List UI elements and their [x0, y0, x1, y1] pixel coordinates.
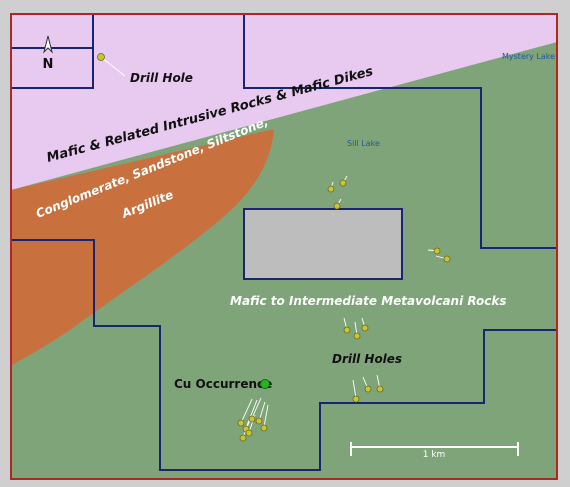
cu-occurrence-label: Cu Occurrence	[174, 377, 272, 391]
drill-hole-markers	[237, 179, 451, 442]
drill-hole-marker	[245, 429, 253, 437]
north-label: N	[43, 57, 54, 72]
drill-hole-label: Drill Hole	[130, 71, 193, 85]
drill-hole-marker	[361, 324, 369, 332]
mafic-intrusive-unit	[11, 14, 557, 190]
drill-hole-marker	[327, 185, 335, 193]
north-arrow-icon: N	[43, 35, 54, 72]
drill-hole-marker	[353, 332, 361, 340]
scale-label: 1 km	[423, 450, 446, 460]
drill-hole-marker	[364, 385, 372, 393]
drill-hole-marker	[333, 202, 341, 210]
metavolcanic-label: Mafic to Intermediate Metavolcani Rocks	[230, 294, 507, 308]
drill-hole-marker	[260, 424, 268, 432]
drill-hole-marker	[239, 434, 247, 442]
gray-block	[243, 208, 403, 280]
drill-hole-marker	[433, 247, 441, 255]
drill-hole-marker	[443, 255, 451, 263]
map-frame	[10, 13, 558, 480]
drill-hole-marker	[343, 326, 351, 334]
conglomerate-unit	[11, 129, 274, 366]
sill-lake-label: Sill Lake	[347, 139, 380, 148]
drill-hole-marker	[237, 419, 245, 427]
scale-bar: 1 km	[350, 442, 519, 460]
drill-hole-leader	[101, 57, 126, 77]
drill-hole-marker	[352, 395, 360, 403]
mystery-lake-label: Mystery Lake	[502, 52, 555, 61]
drill-hole-marker	[339, 179, 347, 187]
drill-holes-label: Drill Holes	[332, 352, 402, 366]
drill-hole-marker	[255, 417, 263, 425]
cu-occurrence-icon	[260, 379, 270, 389]
drill-hole-marker	[376, 385, 384, 393]
drill-hole-icon	[97, 53, 105, 61]
drill-hole-marker	[248, 415, 256, 423]
